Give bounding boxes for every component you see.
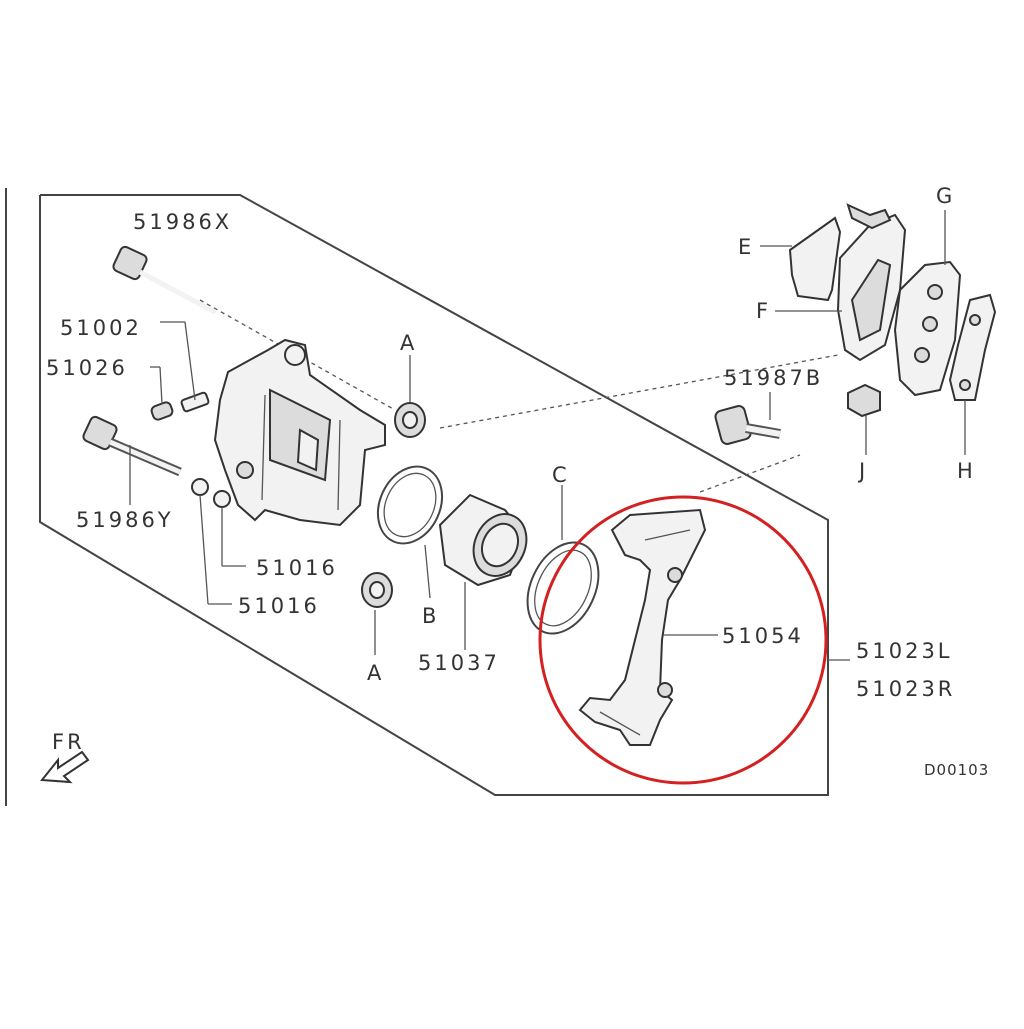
- bleeder-cap: [150, 401, 174, 421]
- label-51987b: 51987B: [724, 366, 823, 390]
- diagram-code: D00103: [924, 761, 989, 779]
- guide-bolt-lower: [82, 415, 182, 477]
- support-bolt: [714, 405, 781, 445]
- pad-clip: [847, 383, 881, 418]
- label-51026: 51026: [46, 356, 128, 380]
- label-a-top: A: [400, 331, 417, 355]
- label-b: B: [422, 604, 439, 628]
- caliper-body: [213, 338, 386, 527]
- label-51023l: 51023L: [856, 639, 953, 663]
- label-51016-lower: 51016: [238, 594, 320, 618]
- brake-pad-outer: [836, 213, 907, 362]
- label-51016-upper: 51016: [256, 556, 338, 580]
- label-51054: 51054: [722, 624, 804, 648]
- nut-lower: [361, 572, 393, 608]
- label-51986x: 51986X: [133, 210, 232, 234]
- boot-inner: [213, 490, 231, 508]
- leader-b: [424, 544, 431, 599]
- label-51037: 51037: [418, 651, 500, 675]
- label-51002: 51002: [60, 316, 142, 340]
- front-arrow-icon: [40, 750, 90, 784]
- brake-pad-inner: [893, 260, 962, 397]
- piston-boot: [526, 541, 600, 635]
- label-e: E: [738, 235, 754, 259]
- nut-upper: [394, 402, 426, 438]
- label-fr: FR: [52, 730, 85, 754]
- pad-shim-outer: [788, 216, 842, 302]
- leader-51002-v: [184, 321, 196, 401]
- alignment-line-bolt: [199, 299, 396, 411]
- highlight-circle: [538, 495, 828, 785]
- guide-bolt-upper: [112, 245, 217, 315]
- piston-seal: [376, 465, 444, 545]
- label-h: H: [957, 459, 976, 483]
- label-g: G: [936, 184, 955, 208]
- caliper-support-bracket: [578, 508, 707, 746]
- label-j: J: [857, 459, 868, 483]
- label-51023r: 51023R: [856, 677, 955, 701]
- label-a-bottom: A: [367, 661, 384, 685]
- bleeder-screw: [180, 391, 210, 413]
- wear-indicator-clip: [846, 203, 892, 230]
- alignment-line-upper: [439, 354, 839, 429]
- label-51986y: 51986Y: [76, 508, 174, 532]
- piston: [438, 493, 528, 587]
- assembly-boundary: [39, 194, 829, 796]
- alignment-line-lower: [699, 454, 801, 493]
- label-f: F: [756, 299, 771, 323]
- boot-outer: [191, 478, 209, 496]
- leader-51016b-v: [199, 494, 209, 605]
- leader-51026-v: [159, 366, 163, 405]
- pad-shim-inner: [948, 293, 997, 401]
- label-c: C: [552, 463, 570, 487]
